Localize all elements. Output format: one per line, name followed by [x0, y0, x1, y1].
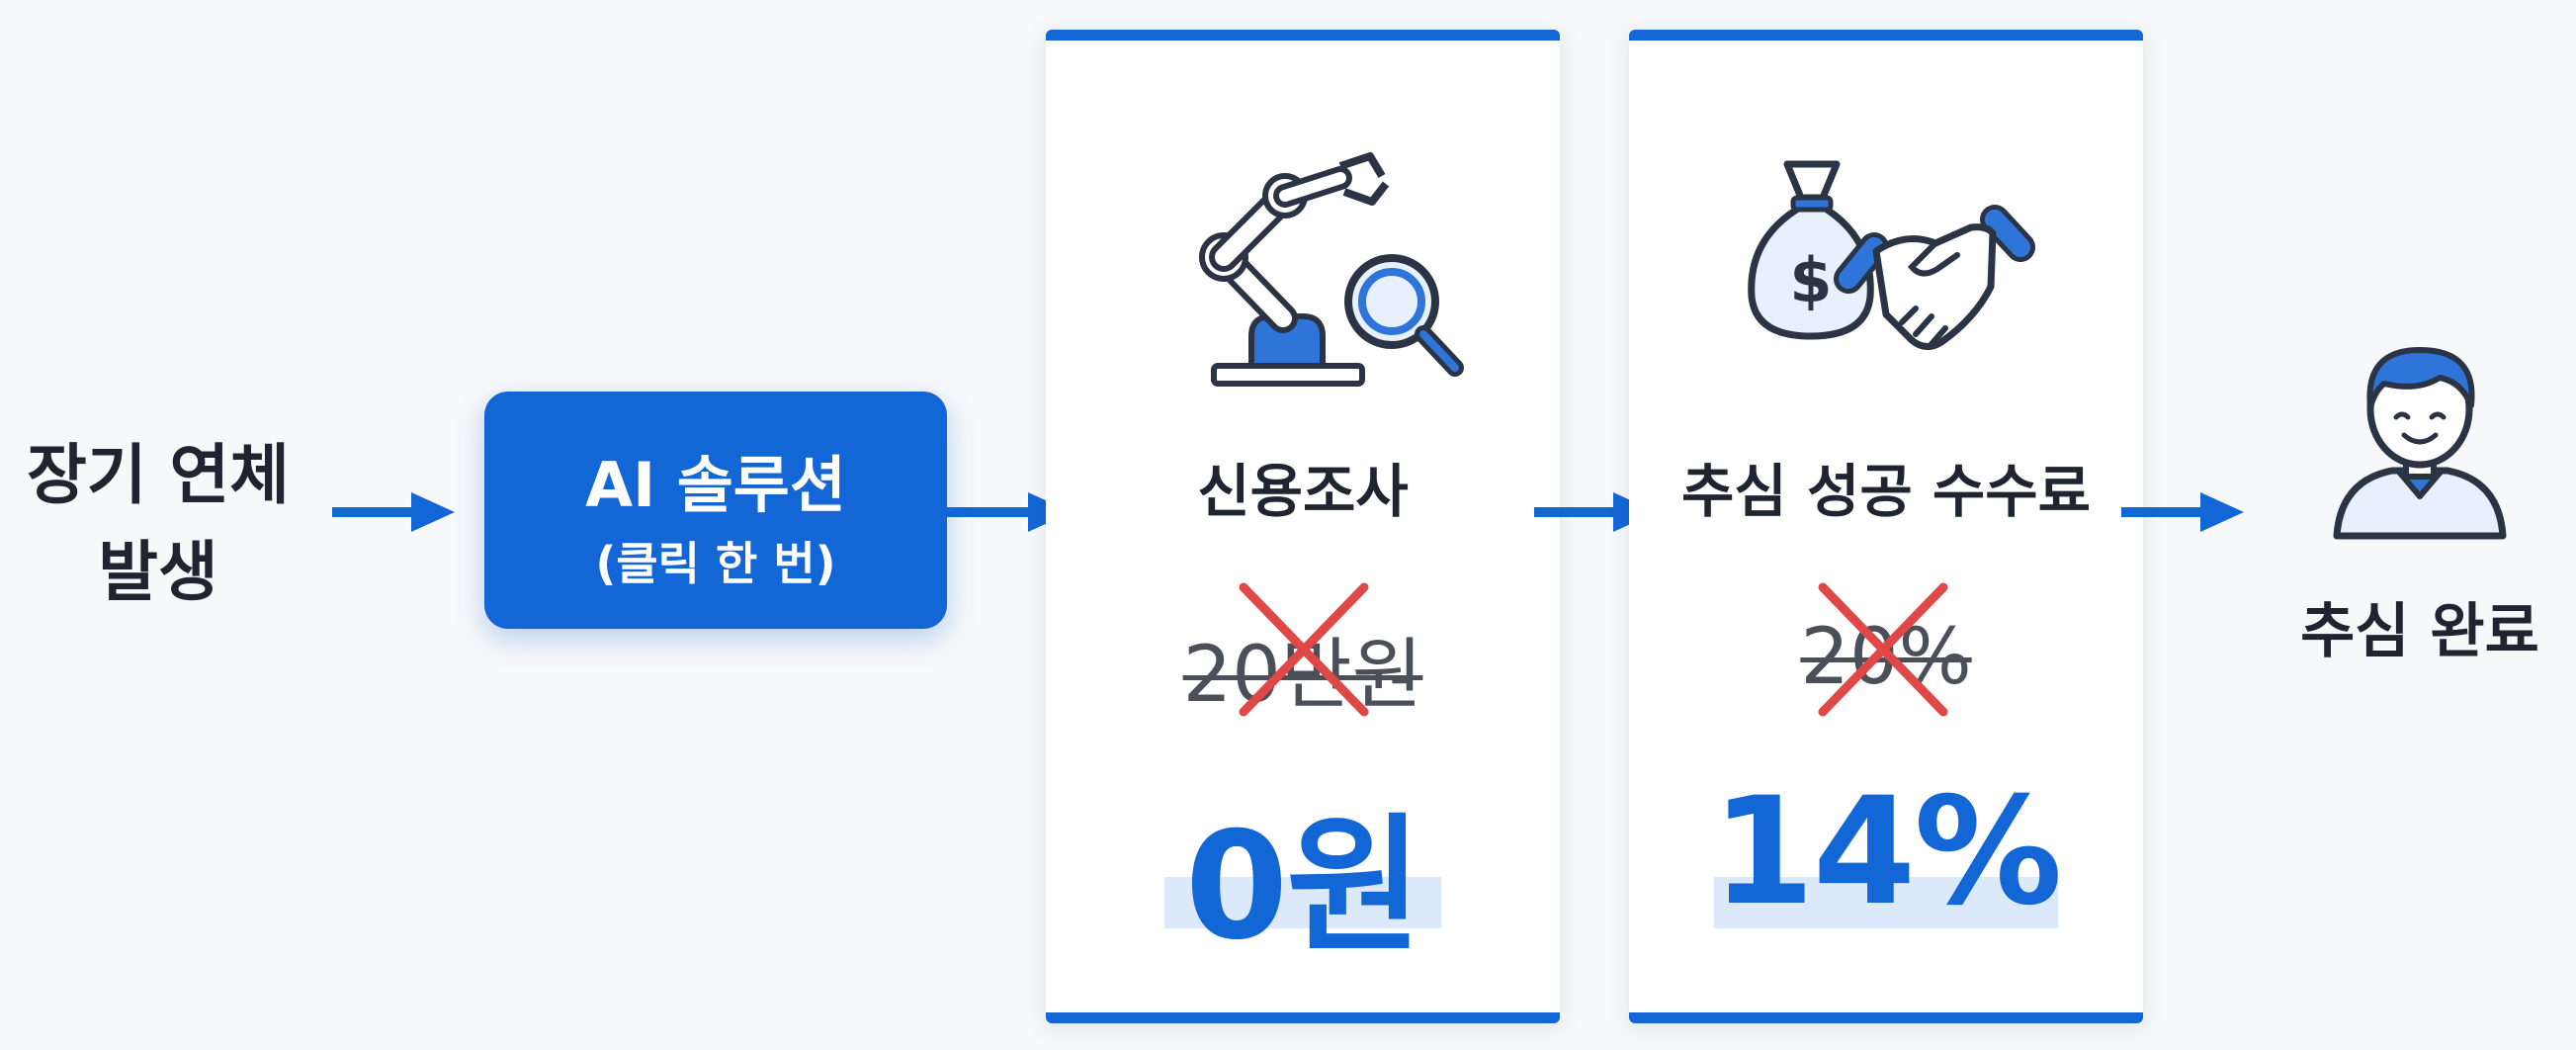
start-label: 장기 연체 발생	[10, 427, 306, 621]
card-label: 신용조사	[1197, 458, 1409, 525]
value-highlight	[1164, 877, 1441, 928]
start-label-line1: 장기 연체	[27, 437, 290, 513]
card-label: 추심 성공 수수료	[1681, 458, 2091, 525]
card-top-bar	[1629, 30, 2143, 41]
new-fee-wrap: 14%	[1629, 766, 2143, 938]
success-fee-card: $ 추심 성공 수수료 20% 14%	[1629, 30, 2143, 1023]
person-avatar-icon	[2323, 332, 2517, 544]
ai-solution-subtitle: (클릭 한 번)	[595, 537, 836, 590]
cross-out-icon	[1239, 582, 1369, 717]
ai-solution-title: AI 솔루션	[585, 449, 846, 521]
svg-text:$: $	[1789, 244, 1832, 316]
card-top-bar	[1046, 30, 1560, 41]
new-fee: 14%	[1711, 766, 2062, 938]
new-price-wrap: 0원	[1046, 766, 1560, 981]
new-price: 0원	[1184, 801, 1422, 973]
cross-out-icon	[1818, 582, 1948, 717]
arrow-right-icon	[2121, 492, 2244, 532]
card-bottom-bar	[1629, 1012, 2143, 1023]
robot-arm-magnifier-icon	[1174, 148, 1471, 409]
money-bag-handshake-icon: $	[1738, 148, 2044, 409]
credit-check-card: 신용조사 20만원 0원	[1046, 30, 1560, 1023]
end-label: 추심 완료	[2300, 597, 2539, 666]
card-bottom-bar	[1046, 1012, 1560, 1023]
start-label-line2: 발생	[98, 534, 218, 610]
arrow-right-icon	[332, 492, 455, 532]
ai-solution-box: AI 솔루션 (클릭 한 번)	[484, 392, 947, 629]
value-highlight	[1714, 877, 2058, 928]
